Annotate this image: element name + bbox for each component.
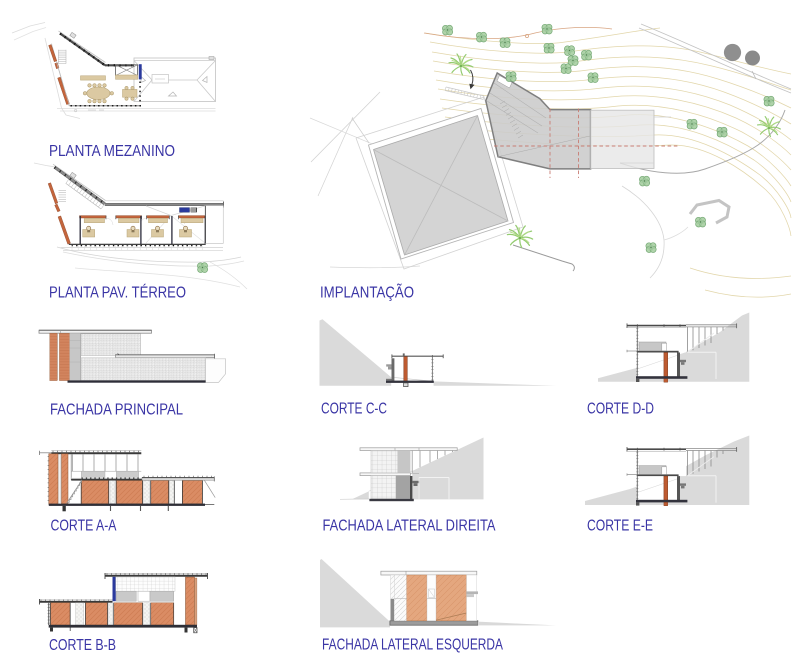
svg-text:IMPLANTAÇÃO: IMPLANTAÇÃO [320,285,414,302]
svg-text:CORTE D-D: CORTE D-D [587,401,654,418]
svg-text:CORTE B-B: CORTE B-B [49,637,116,654]
svg-text:CORTE A-A: CORTE A-A [51,518,118,535]
svg-text:CORTE C-C: CORTE C-C [321,401,387,418]
svg-text:PLANTA MEZANINO: PLANTA MEZANINO [49,143,175,160]
svg-text:FACHADA PRINCIPAL: FACHADA PRINCIPAL [50,402,183,419]
svg-text:PLANTA PAV. TÉRREO: PLANTA PAV. TÉRREO [49,285,186,302]
svg-text:FACHADA LATERAL DIREITA: FACHADA LATERAL DIREITA [323,518,497,535]
svg-text:FACHADA LATERAL ESQUERDA: FACHADA LATERAL ESQUERDA [322,637,504,654]
svg-text:CORTE E-E: CORTE E-E [587,518,653,535]
